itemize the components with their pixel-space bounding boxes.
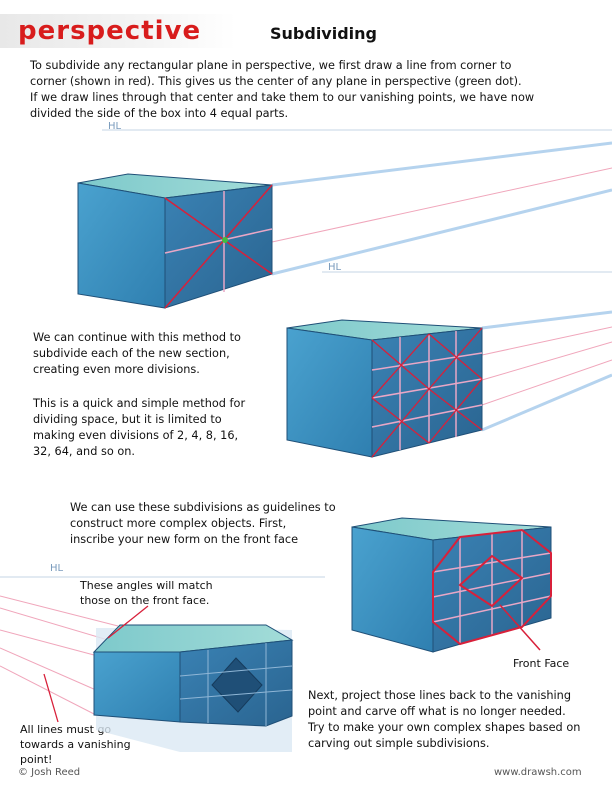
continue-paragraph: We can continue with this method to subd… <box>33 331 241 376</box>
box-3-illustration <box>351 517 552 653</box>
center-dot <box>222 237 228 243</box>
guidelines-paragraph: We can use these subdivisions as guideli… <box>70 501 336 546</box>
angles-pointer <box>107 605 149 639</box>
copyright: © Josh Reed <box>18 767 81 778</box>
box-1-illustration <box>77 141 612 309</box>
horizon-label-2: HL <box>328 262 342 273</box>
front-face-label: Front Face <box>513 657 570 670</box>
page-title: Subdividing <box>270 24 377 43</box>
front-face-pointer <box>499 604 541 651</box>
website: www.drawsh.com <box>494 767 582 778</box>
box-4-illustration <box>0 595 294 752</box>
box-2-illustration <box>286 310 612 458</box>
vanishing-pointer <box>43 673 59 723</box>
limit-paragraph: This is a quick and simple method for di… <box>33 397 246 458</box>
horizon-label-1: HL <box>108 121 122 132</box>
angles-note: These angles will match those on the fro… <box>80 579 213 607</box>
vanishing-note: All lines must go towards a vanishing po… <box>20 723 131 766</box>
intro-paragraph: To subdivide any rectangular plane in pe… <box>30 59 535 120</box>
project-paragraph: Next, project those lines back to the va… <box>308 689 581 750</box>
logo: perspective <box>18 16 202 46</box>
logo-banner <box>0 14 236 48</box>
horizon-label-3: HL <box>50 563 64 574</box>
